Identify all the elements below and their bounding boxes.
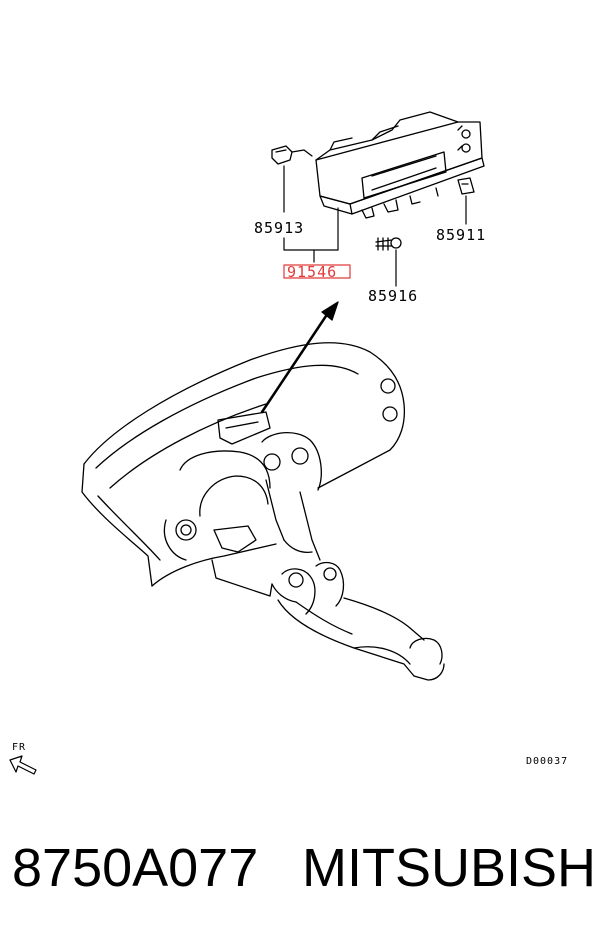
diagram-code: D00037 bbox=[526, 756, 568, 767]
parts-diagram: 85913 91546 85911 85916 FR D00037 bbox=[9, 111, 568, 775]
leader-lines bbox=[283, 165, 467, 287]
screw-part bbox=[375, 237, 402, 251]
location-arrow bbox=[260, 314, 328, 414]
callout-85911: 85911 bbox=[436, 226, 486, 244]
highlight-box bbox=[283, 264, 351, 279]
clip-part bbox=[271, 145, 313, 165]
brand-caption: MITSUBISHI bbox=[302, 838, 600, 898]
direction-label: FR bbox=[12, 742, 26, 753]
callout-91546: 91546 bbox=[287, 263, 337, 281]
bracket-part bbox=[457, 177, 475, 195]
part-number-caption: 8750A077 bbox=[12, 838, 259, 898]
front-direction-arrow-icon bbox=[9, 755, 37, 775]
display-unit bbox=[315, 111, 485, 219]
callout-85916: 85916 bbox=[368, 287, 418, 305]
dashboard-illustration bbox=[81, 342, 445, 681]
callout-85913: 85913 bbox=[254, 219, 304, 237]
